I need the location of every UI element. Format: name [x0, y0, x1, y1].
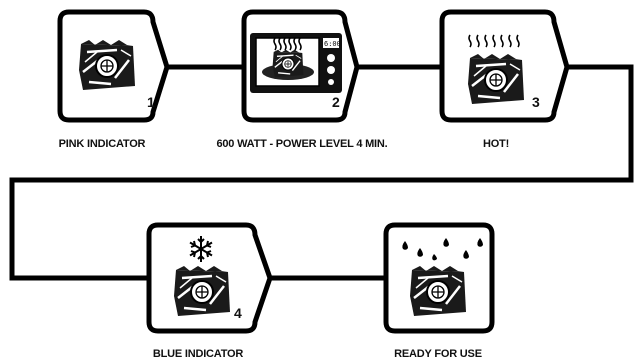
step-2-label: 600 WATT - POWER LEVEL 4 MIN.: [216, 138, 387, 150]
step-4-label: BLUE INDICATOR: [153, 348, 244, 360]
step-3-label: HOT!: [483, 138, 509, 150]
step-2-number: 2: [332, 94, 340, 110]
ready-pack-icon: [410, 266, 466, 316]
step-5: READY FOR USE: [386, 225, 492, 360]
step-3: 3 HOT!: [442, 12, 567, 150]
microwave-icon: 6:00: [250, 33, 342, 93]
heat-pack-icon: [79, 40, 135, 90]
step-4-number: 4: [234, 305, 242, 321]
step-2: 6:00 2 600 WATT - POWER LEVEL 4 MIN.: [216, 12, 387, 150]
microwave-display: 6:00: [324, 40, 341, 48]
step-1-number: 1: [147, 94, 155, 110]
step-1: 1 PINK INDICATOR: [59, 12, 167, 150]
cooling-pack-icon: [174, 266, 230, 316]
step-1-label: PINK INDICATOR: [59, 138, 146, 150]
step-3-number: 3: [532, 94, 540, 110]
step-4: 4 BLUE INDICATOR: [149, 225, 270, 360]
step-5-label: READY FOR USE: [394, 348, 482, 360]
hot-pack-icon: [468, 54, 524, 104]
